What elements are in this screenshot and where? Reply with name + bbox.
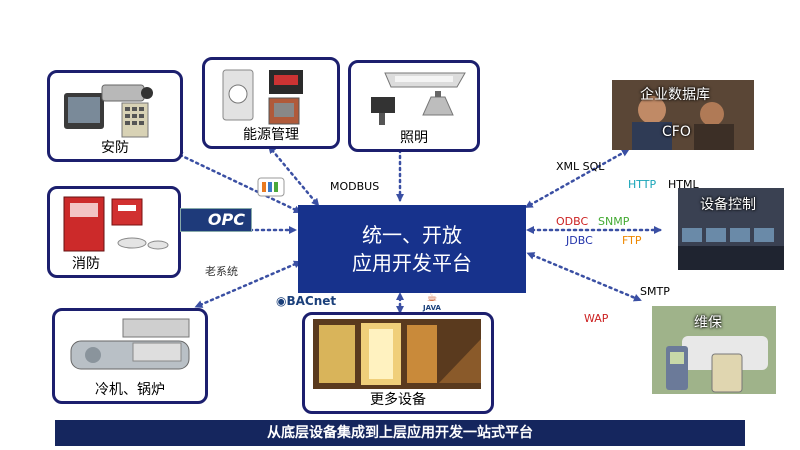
box-hvac-label: 冷机、锅炉 [95, 382, 165, 398]
bottom-banner: 从底层设备集成到上层应用开发一站式平台 [55, 420, 745, 446]
box-more: 更多设备 [302, 312, 494, 414]
box-lighting-label: 照明 [400, 130, 428, 146]
photo-device-control-label: 设备控制 [700, 197, 756, 213]
box-more-label: 更多设备 [370, 392, 426, 408]
building-interior-image [313, 319, 481, 393]
meter-device [219, 66, 323, 130]
chiller-device [63, 315, 197, 383]
arrow-hvac [194, 260, 302, 308]
label-modbus: MODBUS [330, 180, 380, 193]
label-ftp: FTP [622, 234, 642, 247]
photo-enterprise-db-label: 企业数据库 [640, 87, 710, 103]
camera-device [62, 81, 172, 145]
box-fire: 消防 [47, 186, 181, 278]
label-xml-sql: XML SQL [556, 160, 605, 173]
photo-cfo-label: CFO [662, 124, 691, 140]
label-snmp: SNMP [598, 215, 630, 228]
osgi-logo [256, 174, 286, 204]
label-odbc: ODBC [556, 215, 589, 228]
photo-maintenance: 维保 [652, 306, 776, 394]
label-html: HTML [668, 178, 699, 191]
arrow-maintenance [526, 252, 642, 302]
photo-maintenance-label: 维保 [694, 315, 722, 331]
central-platform: 统一、开放 应用开发平台 [298, 205, 526, 293]
box-energy-label: 能源管理 [243, 127, 299, 143]
bacnet-logo: ◉BACnet [276, 294, 336, 308]
fire-panel-device [60, 195, 170, 261]
photo-enterprise-db: 企业数据库 CFO [612, 80, 754, 150]
box-lighting: 照明 [348, 60, 480, 152]
opc-logo-text: OPC [207, 210, 245, 229]
central-platform-line1: 统一、开放 [362, 223, 462, 247]
box-hvac: 冷机、锅炉 [52, 308, 208, 404]
label-smtp: SMTP [640, 285, 670, 298]
bacnet-logo-text: BACnet [286, 294, 337, 308]
lamp-device [361, 67, 467, 131]
central-platform-line2: 应用开发平台 [352, 251, 472, 275]
box-fire-label: 消防 [72, 256, 100, 272]
arrow-energy [268, 145, 320, 207]
label-jdbc: JDBC [566, 234, 593, 247]
opc-logo: OPC [180, 208, 252, 232]
label-wap: WAP [584, 312, 609, 325]
bacnet-logo-icon: ◉ [276, 294, 287, 308]
arrow-enterprise [524, 148, 630, 208]
java-logo-text: JAVA [423, 304, 441, 312]
photo-device-control: 设备控制 [678, 188, 784, 270]
java-logo: ☕ JAVA [420, 290, 444, 312]
label-http: HTTP [628, 178, 657, 191]
box-energy: 能源管理 [202, 57, 340, 149]
box-security-label: 安防 [101, 140, 129, 156]
label-old-system: 老系统 [205, 265, 238, 278]
box-security: 安防 [47, 70, 183, 162]
java-cup-icon: ☕ [426, 290, 438, 304]
